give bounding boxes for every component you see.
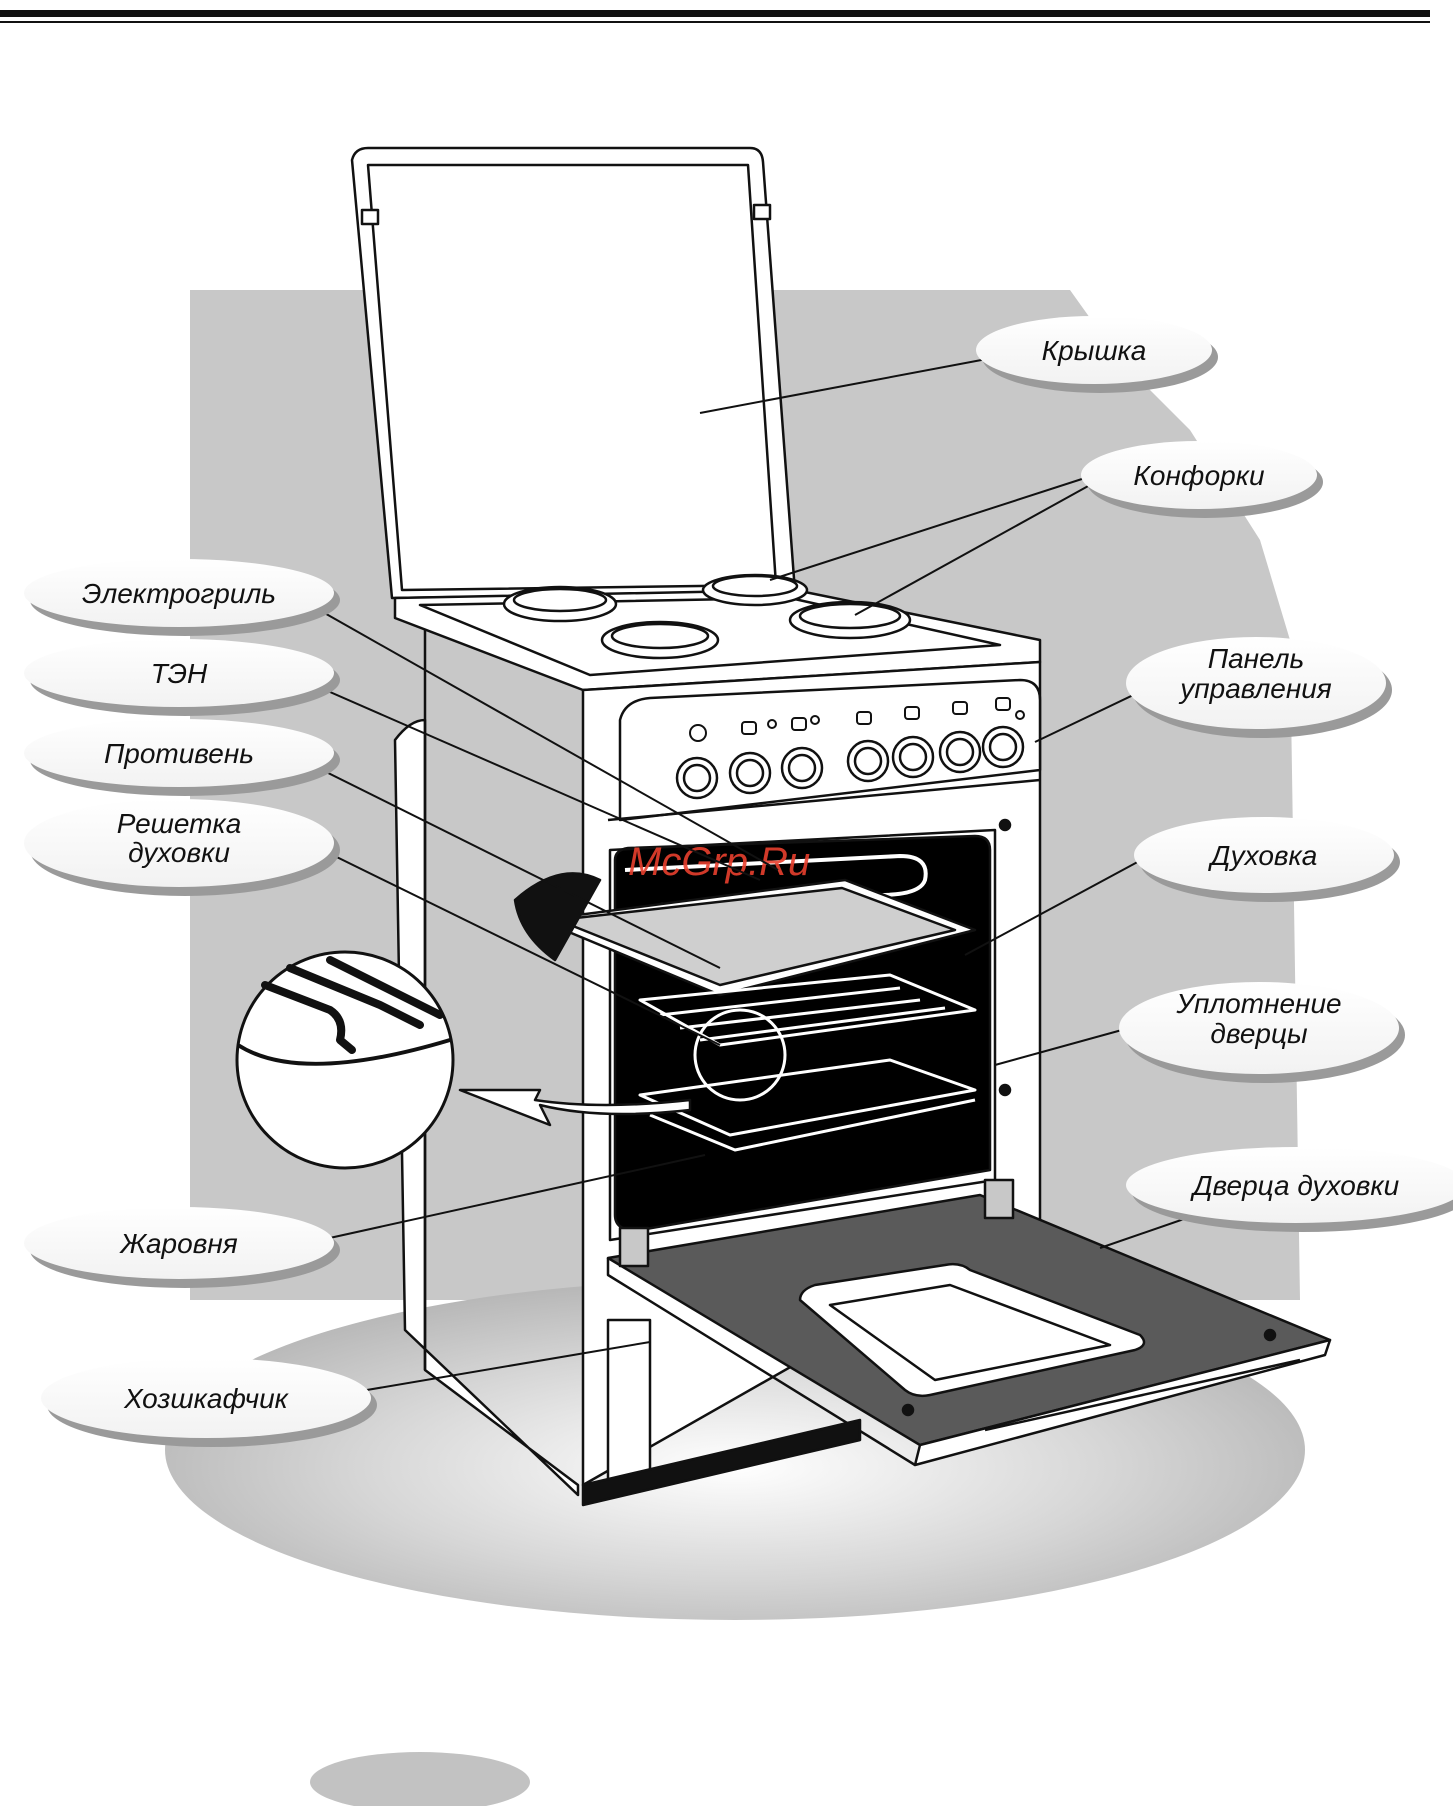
label-storage-drawer: Хозшкафчик — [123, 1383, 290, 1414]
lid-drawing — [352, 148, 795, 598]
label-oven-rack-line1: Решетка — [117, 808, 242, 839]
label-oven-door: Дверца духовки — [1190, 1170, 1400, 1201]
label-oven-rack-line2: духовки — [128, 837, 230, 868]
label-lid: Крышка — [1042, 335, 1147, 366]
label-roasting-pan: Жаровня — [118, 1228, 237, 1259]
label-baking-tray: Противень — [104, 738, 254, 769]
page-number-badge — [310, 1752, 530, 1806]
label-door-seal-line2: дверцы — [1210, 1018, 1308, 1049]
label-oven: Духовка — [1208, 840, 1318, 871]
label-control-panel-line2: управления — [1178, 673, 1332, 704]
label-control-panel-line1: Панель — [1208, 643, 1304, 674]
label-burners: Конфорки — [1133, 460, 1265, 491]
header-rule — [0, 10, 1430, 23]
label-electrogrill: Электрогриль — [82, 578, 276, 609]
label-door-seal-line1: Уплотнение — [1175, 988, 1341, 1019]
label-heating-element: ТЭН — [151, 658, 208, 689]
